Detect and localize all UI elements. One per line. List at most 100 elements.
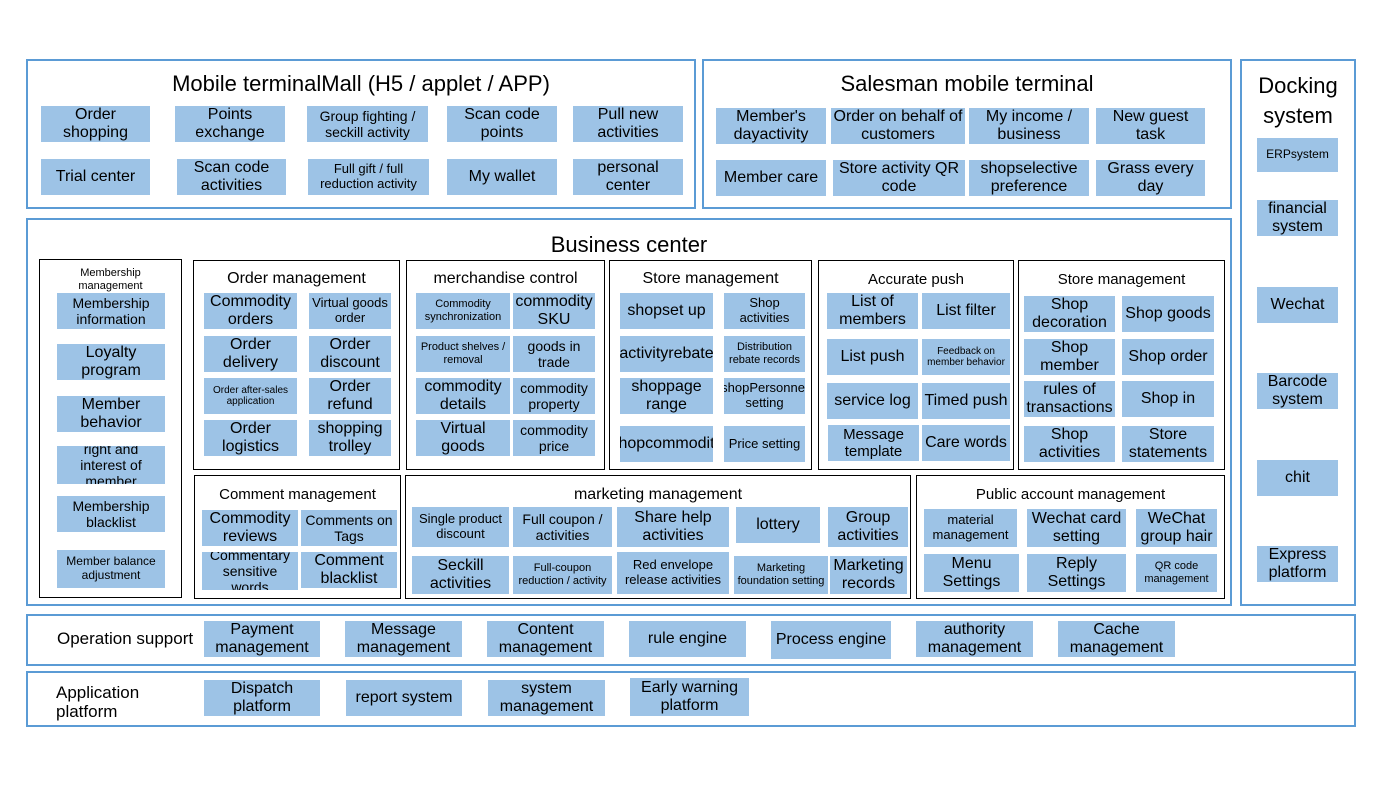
mall-scan-code-points[interactable]: Scan code points [447, 106, 557, 142]
order-commodity-orders[interactable]: Commodity orders [204, 293, 297, 329]
pub-wechat-card[interactable]: Wechat card setting [1027, 509, 1126, 547]
app-dispatch[interactable]: Dispatch platform [204, 680, 320, 716]
op-cache[interactable]: Cache management [1058, 621, 1175, 657]
store1-personnel-setting[interactable]: shopPersonnel setting [724, 378, 805, 414]
op-message[interactable]: Message management [345, 621, 462, 657]
mall-scan-code-activities[interactable]: Scan code activities [177, 159, 286, 195]
docking-erp[interactable]: ERPsystem [1257, 138, 1338, 172]
store2-decoration[interactable]: Shop decoration [1024, 296, 1115, 332]
order-after-sales[interactable]: Order after-sales application [204, 378, 297, 414]
order-delivery[interactable]: Order delivery [204, 336, 297, 372]
store2-shop-in[interactable]: Shop in [1122, 381, 1214, 417]
membership-behavior[interactable]: Member behavior [57, 396, 165, 432]
docking-chit[interactable]: chit [1257, 460, 1338, 496]
store2-rules[interactable]: rules of transactions [1024, 381, 1115, 417]
order-discount[interactable]: Order discount [309, 336, 391, 372]
order-refund[interactable]: Order refund [309, 378, 391, 414]
salesman-shopselective[interactable]: shopselective preference [969, 160, 1089, 196]
membership-rights[interactable]: right and interest of member [57, 446, 165, 484]
mall-personal-center[interactable]: personal center [573, 159, 683, 195]
op-authority[interactable]: authority management [916, 621, 1033, 657]
merch-details[interactable]: commodity details [416, 378, 510, 414]
store1-shopset-up[interactable]: shopset up [620, 293, 713, 329]
merch-goods-in-trade[interactable]: goods in trade [513, 336, 595, 372]
store1-shopcommodity[interactable]: shopcommodity [620, 426, 713, 462]
store1-activityrebate[interactable]: activityrebate [620, 336, 713, 372]
mkt-full-coupon[interactable]: Full coupon / activities [513, 507, 612, 547]
salesman-order-on-behalf[interactable]: Order on behalf of customers [831, 108, 965, 144]
store2-member[interactable]: Shop member [1024, 339, 1115, 375]
salesman-my-income[interactable]: My income / business [969, 108, 1089, 144]
pub-material[interactable]: material management [924, 509, 1017, 547]
mall-full-gift[interactable]: Full gift / full reduction activity [308, 159, 429, 195]
membership-balance[interactable]: Member balance adjustment [57, 550, 165, 588]
mkt-lottery[interactable]: lottery [736, 507, 820, 543]
mkt-group-activities[interactable]: Group activities [828, 507, 908, 547]
comment-blacklist[interactable]: Comment blacklist [301, 552, 397, 588]
push-service-log[interactable]: service log [827, 383, 918, 419]
comment-commodity-reviews[interactable]: Commodity reviews [202, 510, 298, 546]
store1-shop-activities[interactable]: Shop activities [724, 293, 805, 329]
merch-sku[interactable]: commodity SKU [513, 293, 595, 329]
merch-price[interactable]: commodity price [513, 420, 595, 456]
op-rule-engine[interactable]: rule engine [629, 621, 746, 657]
mkt-single-discount[interactable]: Single product discount [412, 507, 509, 547]
membership-information[interactable]: Membership information [57, 293, 165, 329]
order-virtual-goods[interactable]: Virtual goods order [309, 293, 391, 329]
mall-trial-center[interactable]: Trial center [41, 159, 150, 195]
membership-blacklist[interactable]: Membership blacklist [57, 496, 165, 532]
merch-synchronization[interactable]: Commodity synchronization [416, 293, 510, 329]
mall-pull-new[interactable]: Pull new activities [573, 106, 683, 142]
mkt-red-envelope[interactable]: Red envelope release activities [617, 552, 729, 594]
push-feedback[interactable]: Feedback on member behavior [922, 339, 1010, 375]
salesman-new-guest-task[interactable]: New guest task [1096, 108, 1205, 144]
order-logistics[interactable]: Order logistics [204, 420, 297, 456]
order-shopping-trolley[interactable]: shopping trolley [309, 420, 391, 456]
mall-my-wallet[interactable]: My wallet [447, 159, 557, 195]
push-care-words[interactable]: Care words [922, 425, 1010, 461]
app-report[interactable]: report system [346, 680, 462, 716]
salesman-member-dayactivity[interactable]: Member's dayactivity [716, 108, 826, 144]
docking-express[interactable]: Express platform [1257, 546, 1338, 582]
push-list-of-members[interactable]: List of members [827, 293, 918, 329]
store1-shoppage-range[interactable]: shoppage range [620, 378, 713, 414]
push-message-template[interactable]: Message template [828, 425, 919, 461]
membership-loyalty[interactable]: Loyalty program [57, 344, 165, 380]
op-payment[interactable]: Payment management [204, 621, 320, 657]
docking-financial[interactable]: financial system [1257, 200, 1338, 236]
salesman-member-care[interactable]: Member care [716, 160, 826, 196]
op-process-engine[interactable]: Process engine [771, 621, 891, 659]
store1-distribution-rebate[interactable]: Distribution rebate records [724, 336, 805, 372]
push-timed-push[interactable]: Timed push [922, 383, 1010, 419]
app-system-management[interactable]: system management [488, 680, 605, 716]
mkt-full-coupon-reduction[interactable]: Full-coupon reduction / activity [513, 556, 612, 594]
mall-group-seckill[interactable]: Group fighting / seckill activity [307, 106, 428, 142]
pub-wechat-group[interactable]: WeChat group hair [1136, 509, 1217, 547]
pub-qr-code[interactable]: QR code management [1136, 554, 1217, 592]
comment-sensitive-words[interactable]: Commentary sensitive words [202, 552, 298, 590]
docking-barcode[interactable]: Barcode system [1257, 373, 1338, 409]
mall-points-exchange[interactable]: Points exchange [175, 106, 285, 142]
push-list-push[interactable]: List push [827, 339, 918, 375]
store1-price-setting[interactable]: Price setting [724, 426, 805, 462]
merch-shelves[interactable]: Product shelves / removal [416, 336, 510, 372]
store2-goods[interactable]: Shop goods [1122, 296, 1214, 332]
pub-menu-settings[interactable]: Menu Settings [924, 554, 1019, 592]
op-content[interactable]: Content management [487, 621, 604, 657]
push-list-filter[interactable]: List filter [922, 293, 1010, 329]
salesman-grass-every-day[interactable]: Grass every day [1096, 160, 1205, 196]
mall-order-shopping[interactable]: Order shopping [41, 106, 150, 142]
merch-virtual-goods[interactable]: Virtual goods [416, 420, 510, 456]
mkt-share-help[interactable]: Share help activities [617, 507, 729, 547]
comment-tags[interactable]: Comments on Tags [301, 510, 397, 546]
store2-statements[interactable]: Store statements [1122, 426, 1214, 462]
salesman-store-qr[interactable]: Store activity QR code [833, 160, 965, 196]
app-early-warning[interactable]: Early warning platform [630, 678, 749, 716]
store2-order[interactable]: Shop order [1122, 339, 1214, 375]
merch-property[interactable]: commodity property [513, 378, 595, 414]
store2-activities[interactable]: Shop activities [1024, 426, 1115, 462]
pub-reply-settings[interactable]: Reply Settings [1027, 554, 1126, 592]
mkt-records[interactable]: Marketing records [830, 556, 907, 594]
docking-wechat[interactable]: Wechat [1257, 287, 1338, 323]
mkt-seckill[interactable]: Seckill activities [412, 556, 509, 594]
